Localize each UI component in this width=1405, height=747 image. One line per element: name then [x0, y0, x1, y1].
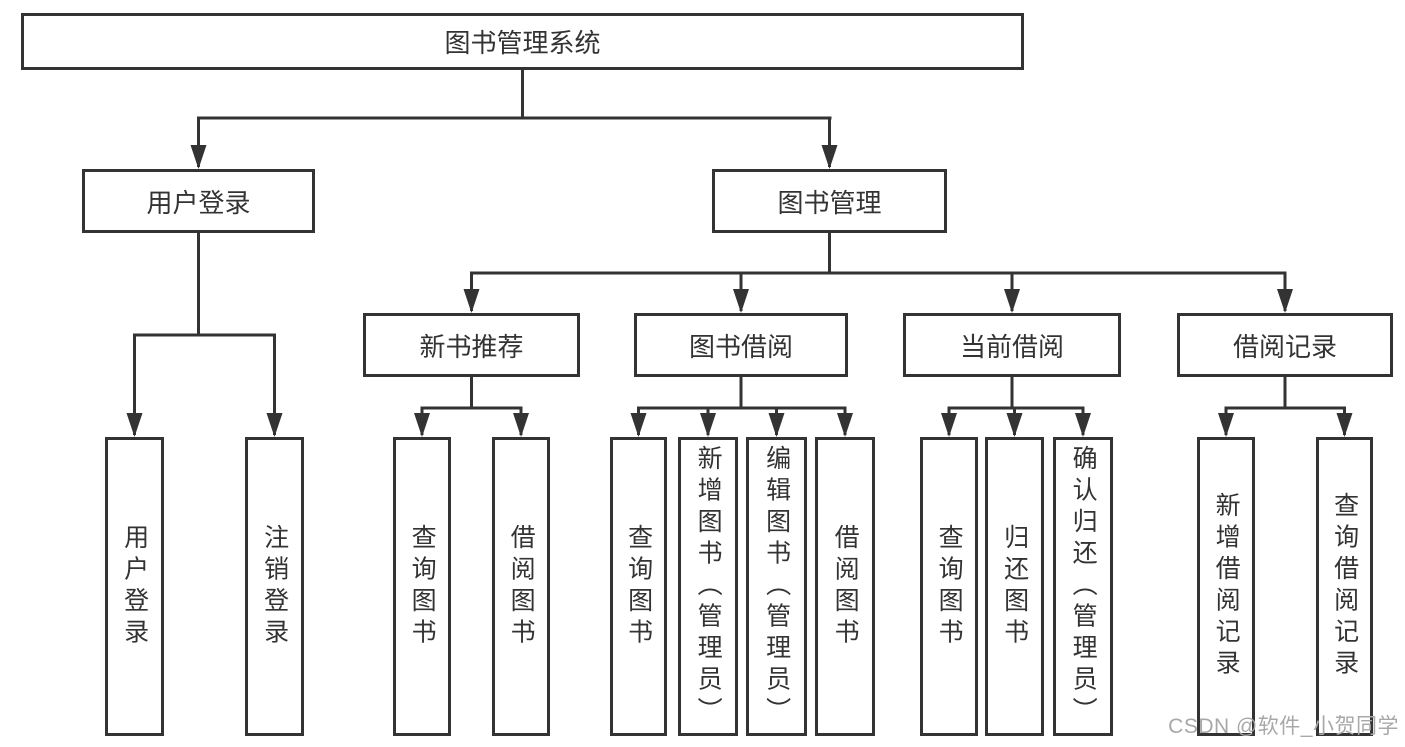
leaf-query-books-recommend: 查询图书 — [393, 437, 451, 736]
leaf-edit-book-admin: 编辑图书（管理员） — [746, 437, 807, 736]
node-borrow-records: 借阅记录 — [1177, 313, 1393, 377]
connector-user-login-children — [126, 233, 283, 437]
leaf-logout: 注销登录 — [245, 437, 304, 736]
node-book-borrow: 图书借阅 — [634, 313, 848, 377]
leaf-edit-book-admin-label: 编辑图书（管理员） — [762, 444, 791, 729]
node-root-label: 图书管理系统 — [444, 28, 601, 58]
csdn-watermark: CSDN @软件_小贺同学 — [1168, 715, 1399, 738]
node-new-book-recommend: 新书推荐 — [363, 313, 580, 377]
node-current-borrow-label: 当前借阅 — [959, 331, 1064, 362]
leaf-query-borrow-record: 查询借阅记录 — [1316, 437, 1373, 736]
connector-root-to-level2 — [190, 69, 838, 169]
connector-new-book-recommend-children — [414, 377, 529, 437]
node-current-borrow: 当前借阅 — [903, 313, 1121, 377]
node-borrow-records-label: 借阅记录 — [1232, 331, 1337, 362]
leaf-return-book: 归还图书 — [985, 437, 1044, 736]
connector-book-management-children — [463, 233, 1293, 313]
node-root: 图书管理系统 — [21, 13, 1024, 70]
leaf-add-borrow-record-label: 新增借阅记录 — [1212, 492, 1241, 681]
leaf-user-login: 用户登录 — [105, 437, 164, 736]
leaf-confirm-return-admin: 确认归还（管理员） — [1053, 437, 1113, 736]
leaf-query-books-borrow: 查询图书 — [610, 437, 667, 736]
leaf-logout-label: 注销登录 — [260, 523, 289, 650]
leaf-add-book-admin-label: 新增图书（管理员） — [694, 444, 723, 729]
leaf-borrow-books-recommend: 借阅图书 — [492, 437, 550, 736]
node-user-login: 用户登录 — [82, 169, 315, 233]
node-book-borrow-label: 图书借阅 — [688, 331, 793, 362]
leaf-query-books-current: 查询图书 — [920, 437, 978, 736]
node-book-management-label: 图书管理 — [777, 187, 882, 218]
connector-current-borrow-children — [941, 377, 1091, 437]
leaf-borrow-books-recommend-label: 借阅图书 — [507, 523, 536, 650]
leaf-add-book-admin: 新增图书（管理员） — [678, 437, 738, 736]
leaf-user-login-label: 用户登录 — [120, 523, 149, 650]
connector-book-borrow-children — [630, 377, 853, 437]
leaf-return-book-label: 归还图书 — [1000, 523, 1029, 650]
node-new-book-recommend-label: 新书推荐 — [419, 331, 524, 362]
leaf-query-borrow-record-label: 查询借阅记录 — [1330, 492, 1359, 681]
connector-borrow-records-children — [1218, 377, 1353, 437]
node-user-login-label: 用户登录 — [146, 187, 251, 218]
leaf-query-books-current-label: 查询图书 — [935, 523, 964, 650]
leaf-add-borrow-record: 新增借阅记录 — [1197, 437, 1255, 736]
leaf-borrow-books-borrow: 借阅图书 — [815, 437, 875, 736]
leaf-borrow-books-borrow-label: 借阅图书 — [831, 523, 860, 650]
leaf-confirm-return-admin-label: 确认归还（管理员） — [1069, 444, 1098, 729]
node-book-management: 图书管理 — [712, 169, 947, 233]
leaf-query-books-recommend-label: 查询图书 — [408, 523, 437, 650]
leaf-query-books-borrow-label: 查询图书 — [624, 523, 653, 650]
